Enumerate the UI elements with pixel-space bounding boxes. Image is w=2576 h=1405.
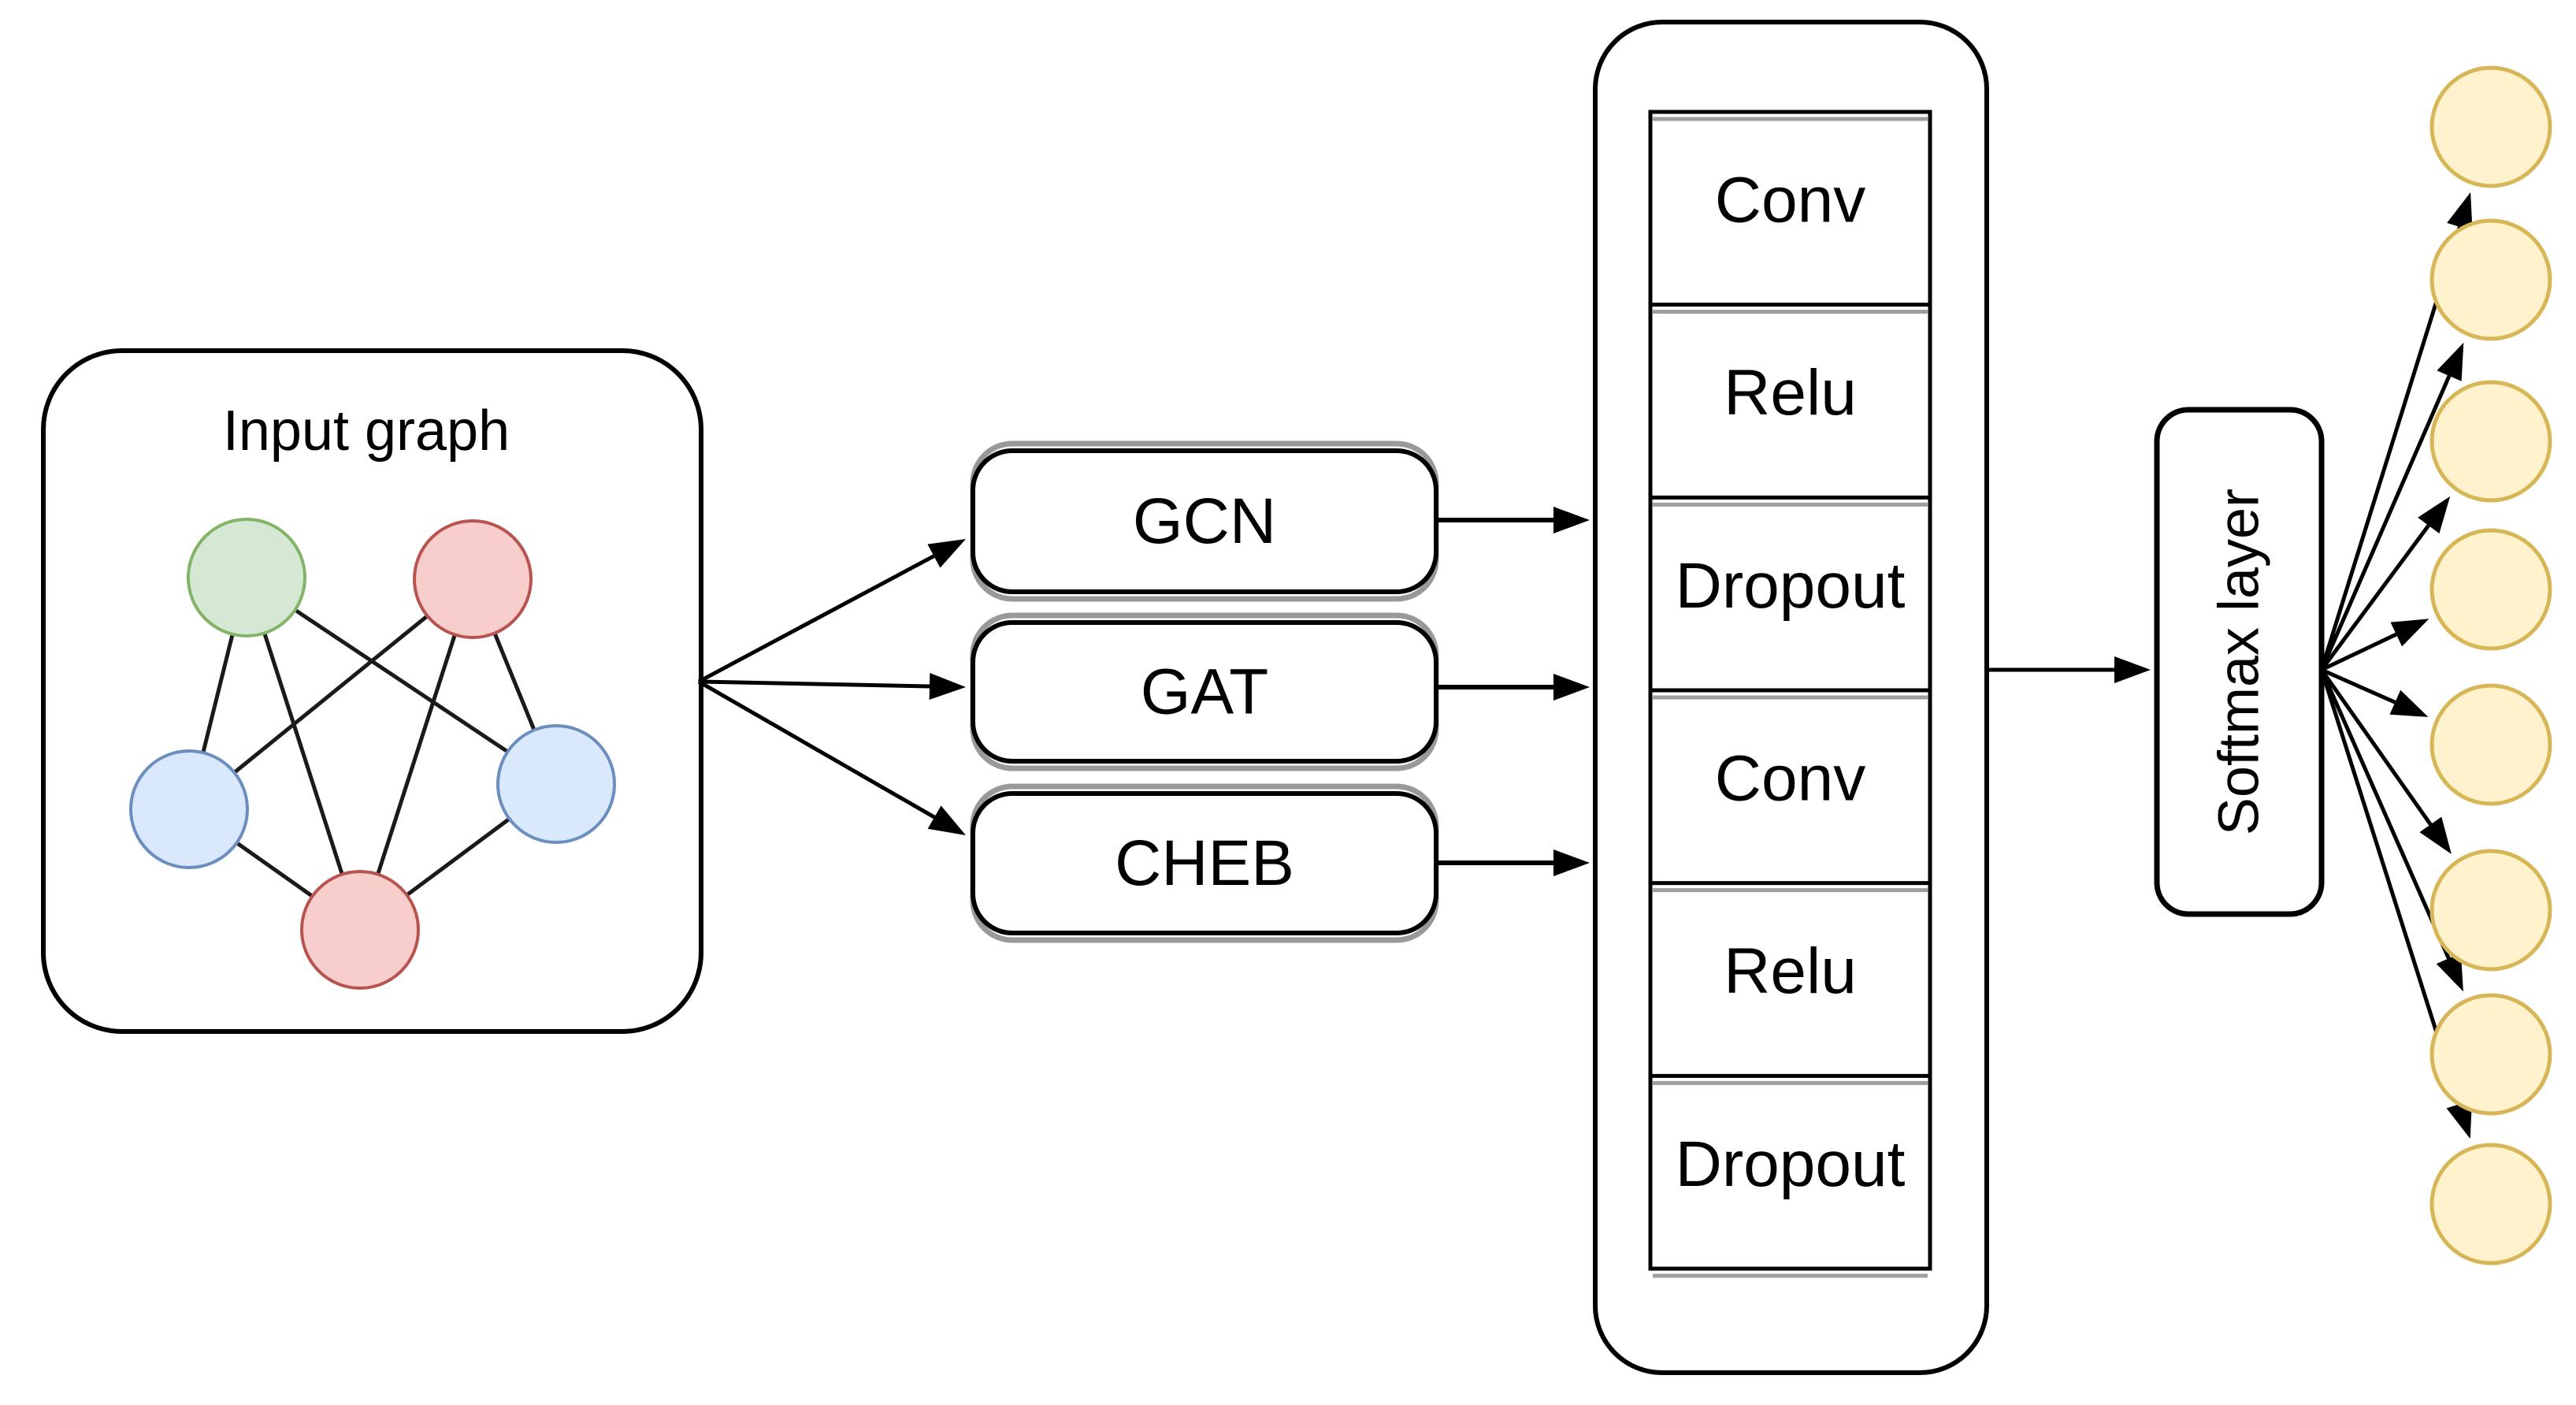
model-box-cheb: CHEB: [970, 783, 1439, 943]
graph-edge: [358, 578, 475, 931]
output-node-6: [2429, 993, 2552, 1116]
fan-in-arrow-1-shaft: [698, 679, 930, 689]
output-arrow-3: [2320, 619, 2429, 672]
output-arrow-4-shaft: [2320, 667, 2396, 704]
fan-in-arrow-0-head: [927, 539, 966, 568]
graph-nodes: [129, 518, 616, 990]
model-arrow-1-head: [1553, 674, 1590, 701]
softmax-label: Softmax layer: [2208, 489, 2271, 835]
output-node-4: [2429, 683, 2552, 806]
model-box-gat: GAT: [970, 612, 1439, 771]
model-label: CHEB: [1115, 827, 1294, 899]
graph-node-red-top: [413, 519, 533, 639]
output-node-0: [2429, 65, 2552, 188]
output-arrow-5-shaft: [2319, 668, 2433, 826]
output-arrow-2: [2319, 496, 2451, 671]
output-arrow-0-head: [2447, 192, 2473, 232]
stack-output-arrow-head: [2114, 656, 2151, 683]
output-arrow-3-shaft: [2320, 632, 2397, 672]
fan-in-arrow-0-shaft: [697, 554, 935, 684]
output-arrow-4: [2320, 667, 2429, 717]
output-arrow-1-head: [2437, 342, 2464, 381]
stack-cell-label: Dropout: [1676, 1128, 1906, 1200]
output-arrow-6: [2319, 668, 2463, 992]
output-node-5: [2429, 849, 2552, 972]
model-box-border: [971, 620, 1438, 764]
model-label: GCN: [1133, 485, 1276, 557]
graph-edge: [245, 575, 558, 786]
fan-in-arrow-1-head: [929, 673, 966, 701]
model-arrow-2: [1436, 849, 1590, 876]
stack-cell-label: Relu: [1724, 935, 1857, 1007]
output-arrow-2-shaft: [2319, 524, 2430, 671]
graph-node-red-bottom: [300, 870, 420, 990]
model-arrow-2-head: [1553, 849, 1590, 876]
input-graph-title: Input graph: [223, 400, 510, 463]
output-arrow-6-shaft: [2319, 668, 2451, 960]
fan-in-arrow-2-head: [927, 805, 966, 835]
output-arrow-5: [2319, 668, 2452, 854]
stack-cell-label: Dropout: [1676, 550, 1906, 622]
model-box-gcn: GCN: [970, 440, 1439, 602]
fan-in-arrow-1: [698, 673, 966, 701]
softmax-box: [2154, 407, 2325, 917]
model-arrow-0: [1436, 507, 1590, 533]
stack-cell-label: Relu: [1724, 357, 1857, 429]
output-arrow-3-head: [2390, 619, 2429, 647]
fan-in-arrow-2: [697, 679, 966, 835]
output-arrow-1-shaft: [2319, 374, 2452, 671]
model-arrow-1: [1436, 674, 1590, 701]
graph-node-blue-left: [129, 749, 249, 869]
output-node-2: [2429, 380, 2552, 503]
stack-cell-label: Conv: [1715, 743, 1865, 815]
output-arrow-6-head: [2436, 953, 2463, 992]
model-arrow-0-head: [1553, 507, 1590, 533]
model-label: GAT: [1141, 656, 1268, 728]
output-arrow-1: [2319, 342, 2464, 671]
output-node-7: [2429, 1143, 2552, 1266]
graph-edge: [244, 577, 362, 931]
output-arrow-5-head: [2419, 816, 2452, 854]
graph-node-blue-right: [496, 724, 616, 844]
output-nodes: [2429, 65, 2552, 1266]
graph-edge: [187, 578, 474, 811]
output-arrow-4-head: [2389, 689, 2429, 717]
graph-node-green: [187, 518, 306, 637]
fan-in-arrow-2-shaft: [697, 679, 936, 820]
stack-cell-label: Conv: [1715, 165, 1865, 236]
fan-in-arrow-0: [697, 539, 966, 684]
output-arrow-2-head: [2418, 496, 2451, 533]
output-node-3: [2429, 528, 2552, 651]
stack-output-arrow: [1987, 656, 2151, 683]
output-node-1: [2429, 218, 2552, 341]
